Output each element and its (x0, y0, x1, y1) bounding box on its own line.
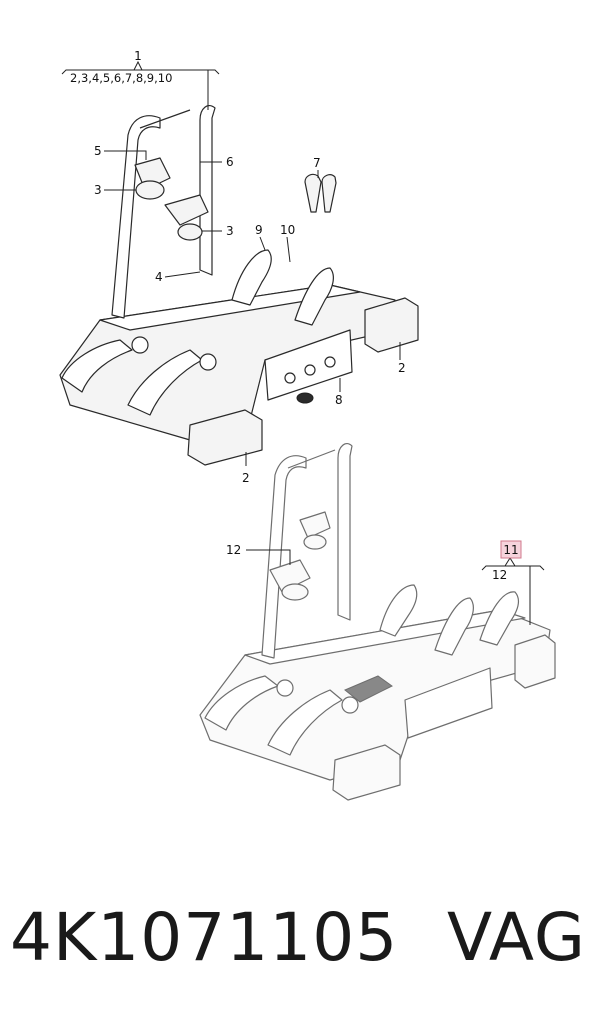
wheel-tray-right-2 (267, 689, 343, 756)
callout-12a: 12 (226, 543, 241, 557)
callout-9: 9 (255, 223, 263, 237)
callout-7: 7 (313, 156, 321, 170)
footer: 4K1071105 VAG (0, 888, 600, 988)
light-housing-front (187, 409, 263, 466)
clamp-knob-3a (135, 180, 165, 200)
callout-2b: 2 (242, 471, 250, 485)
clamp-knob-3b (177, 223, 203, 241)
extension-handle (344, 675, 393, 703)
callout-labels: 1 2,3,4,5,6,7,8,9,10 5 6 3 3 4 7 9 10 8 … (70, 49, 522, 582)
callout-3a: 3 (94, 183, 102, 197)
callout-leaders (61, 60, 545, 625)
folding-arm-frame (111, 115, 161, 319)
brand-label: VAG (446, 899, 586, 976)
wheel-tray-right (127, 349, 203, 416)
key-set (304, 173, 337, 213)
callout-8: 8 (335, 393, 343, 407)
callout-11: 11 (503, 543, 518, 557)
bike-carrier-assembly-top (59, 105, 419, 466)
light-housing-rear-2 (514, 634, 556, 689)
light-housing-rear (364, 297, 419, 353)
locking-knob-8 (296, 392, 314, 404)
callout-10: 10 (280, 223, 295, 237)
callout-12b: 12 (492, 568, 507, 582)
callout-2a: 2 (398, 361, 406, 375)
light-housing-front-2 (332, 744, 401, 801)
callout-3b: 3 (226, 224, 234, 238)
folding-arm-frame-rear (199, 105, 216, 276)
wheel-tray-left (61, 339, 133, 393)
wheel-holder-9 (231, 249, 272, 306)
part-number: 4K1071105 (10, 899, 399, 976)
callout-4: 4 (155, 270, 163, 284)
parts-diagram: 1 2,3,4,5,6,7,8,9,10 5 6 3 3 4 7 9 10 8 … (59, 49, 556, 801)
bike-carrier-assembly-bottom (199, 443, 556, 801)
callout-1: 1 (134, 49, 142, 63)
callout-5: 5 (94, 144, 102, 158)
callout-11-highlight (500, 540, 522, 559)
frame-clamp-6 (164, 194, 209, 226)
callout-6: 6 (226, 155, 234, 169)
callout-1-subparts: 2,3,4,5,6,7,8,9,10 (70, 71, 172, 85)
wheel-holder-10 (294, 267, 334, 326)
